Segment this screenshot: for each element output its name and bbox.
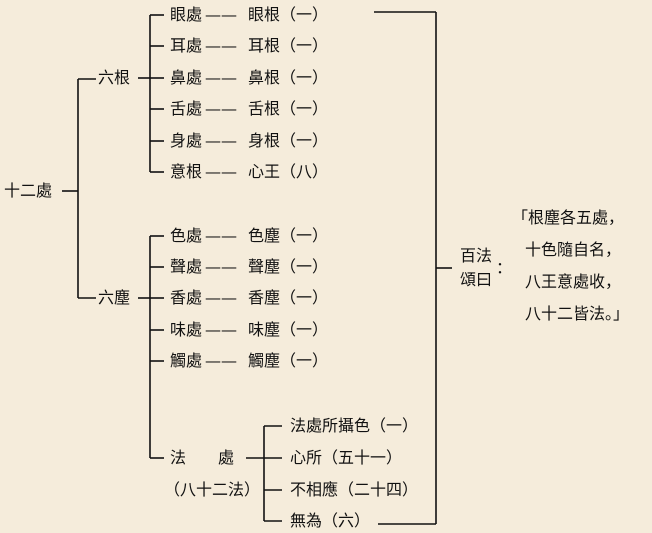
verse-line: 八王意處收，	[525, 272, 622, 291]
row-result: 耳根（一）	[248, 36, 329, 55]
row-connector: ——	[205, 320, 237, 339]
verse-line: 「根塵各五處，	[512, 208, 625, 227]
dharma-item: 心所（五十一）	[290, 448, 403, 467]
verse-line: 十色隨自名，	[525, 240, 622, 259]
row-result: 身根（一）	[248, 131, 329, 150]
row-connector: ——	[205, 5, 237, 24]
row-connector: ——	[205, 288, 237, 307]
verse-line: 八十二皆法。」	[525, 304, 630, 323]
dharma-item: 法處所攝色（一）	[290, 416, 419, 435]
row-connector: ——	[205, 36, 237, 55]
row-result: 眼根（一）	[248, 5, 329, 24]
group-label-six-dusts: 六塵	[98, 288, 131, 307]
row-connector: ——	[205, 99, 237, 118]
group-label-six-roots: 六根	[98, 68, 131, 87]
row-item: 聲處	[170, 257, 203, 276]
row-item: 香處	[170, 288, 203, 307]
row-connector: ——	[205, 257, 237, 276]
row-item: 身處	[170, 131, 203, 150]
dharma-item: 無為（六）	[290, 511, 371, 530]
summary-colon: ：	[496, 258, 513, 277]
row-connector: ——	[205, 351, 237, 370]
row-result: 觸塵（一）	[248, 351, 329, 370]
row-result: 味塵（一）	[248, 320, 329, 339]
row-result: 舌根（一）	[248, 99, 329, 118]
summary-label-line1: 百法	[460, 246, 493, 265]
row-connector: ——	[205, 226, 237, 245]
dharma-count: （八十二法）	[164, 480, 261, 499]
row-result: 心王（八）	[248, 162, 329, 181]
row-result: 香塵（一）	[248, 288, 329, 307]
row-item: 觸處	[170, 351, 203, 370]
summary-label-line2: 頌曰	[460, 270, 493, 289]
row-result: 色塵（一）	[248, 226, 329, 245]
row-item: 意根	[170, 162, 203, 181]
row-item: 眼處	[170, 5, 203, 24]
row-connector: ——	[205, 68, 237, 87]
row-item: 色處	[170, 226, 203, 245]
row-item: 舌處	[170, 99, 203, 118]
row-item: 耳處	[170, 36, 203, 55]
row-result: 鼻根（一）	[248, 68, 329, 87]
row-result: 聲塵（一）	[248, 257, 329, 276]
row-connector: ——	[205, 131, 237, 150]
row-item: 鼻處	[170, 68, 203, 87]
dharma-label: 法 處	[170, 448, 235, 467]
root-label: 十二處	[4, 181, 53, 200]
row-item: 味處	[170, 320, 203, 339]
row-connector: ——	[205, 162, 237, 181]
dharma-item: 不相應（二十四）	[290, 480, 419, 499]
